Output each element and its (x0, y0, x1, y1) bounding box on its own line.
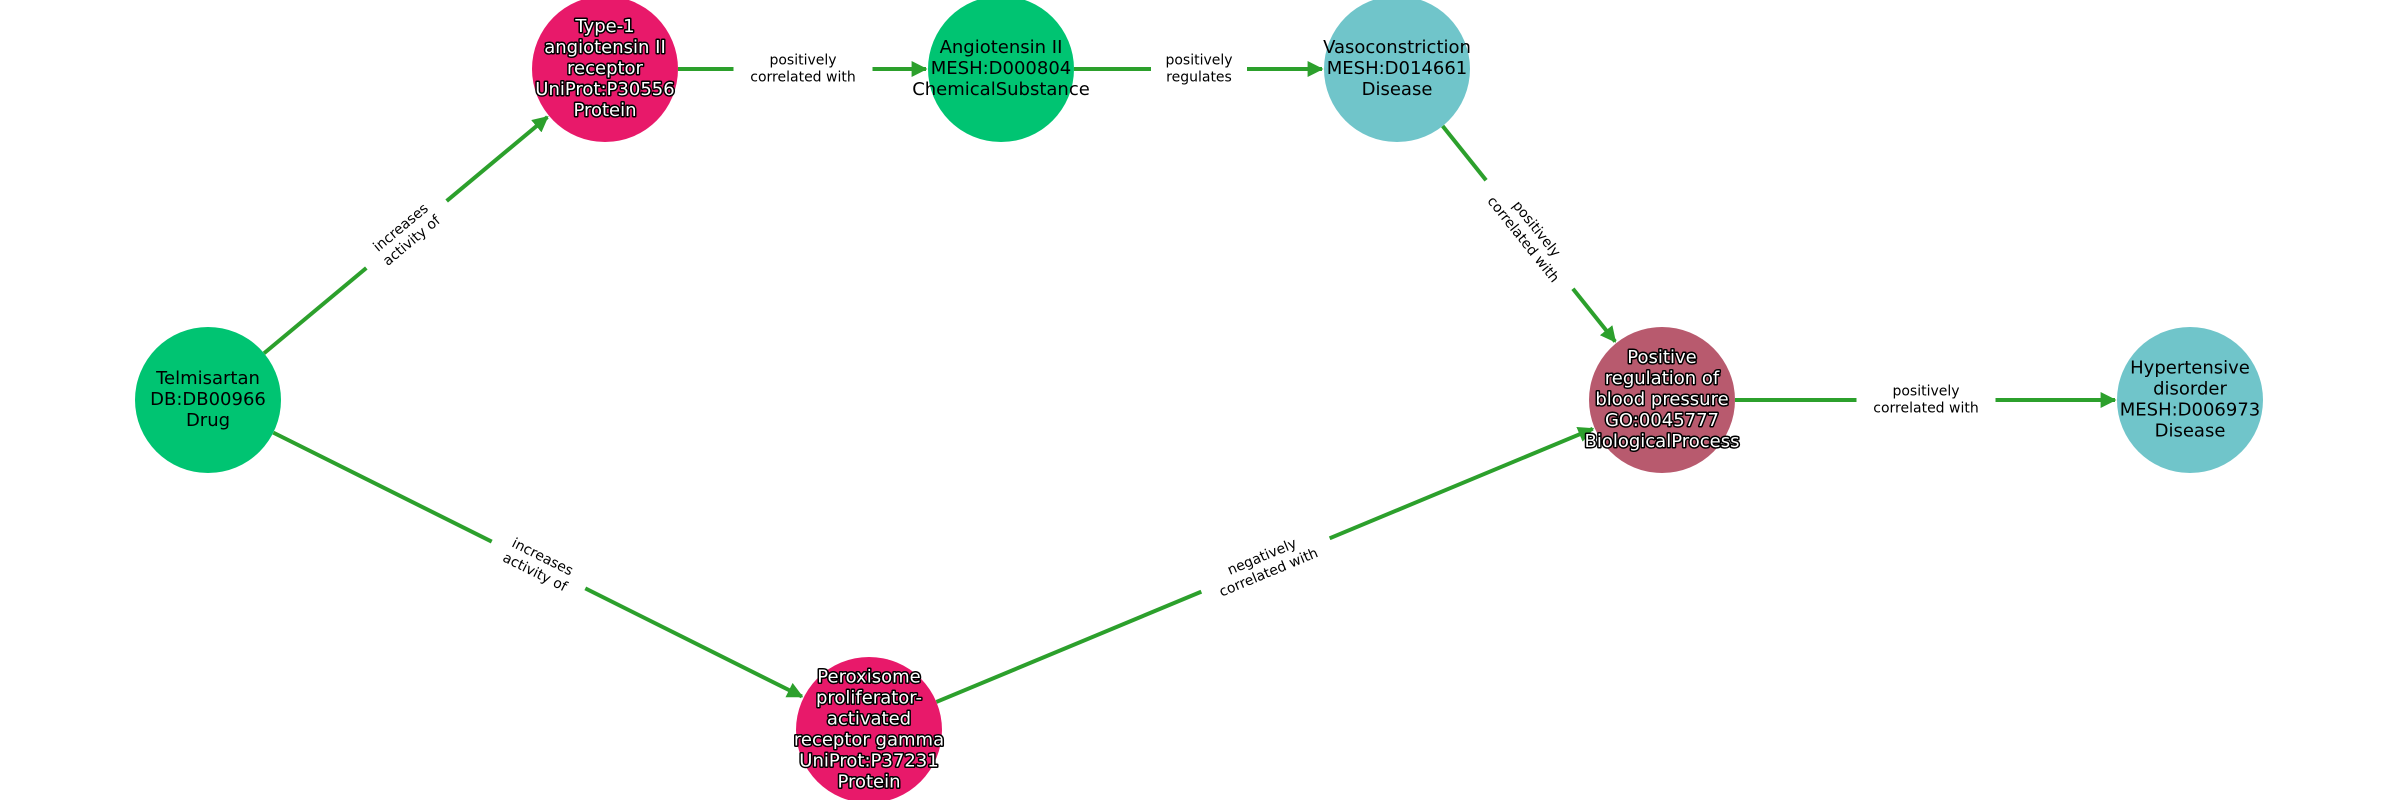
edge-label-text: regulates (1166, 70, 1232, 86)
node-circle (928, 0, 1074, 142)
node-label: proliferator- (816, 688, 922, 709)
node-label: Positive (1627, 347, 1696, 368)
edge-label-text: correlated with (750, 70, 855, 86)
node-pparg[interactable]: Peroxisomeproliferator-activatedreceptor… (792, 657, 946, 800)
node-label: MESH:D014661 (1327, 58, 1468, 79)
node-label: Vasoconstriction (1323, 37, 1471, 58)
node-circle (796, 657, 942, 800)
node-label: Disease (2155, 421, 2226, 442)
node-circle (1324, 0, 1470, 142)
node-label: Angiotensin II (940, 37, 1063, 58)
node-label: Peroxisome (817, 667, 920, 688)
edge-label-text: correlated with (1873, 401, 1978, 417)
node-label: regulation of (1605, 368, 1720, 389)
node-label: angiotensin II (544, 37, 666, 58)
node-label: BiologicalProcess (1584, 431, 1739, 452)
node-circle (1589, 327, 1735, 473)
node-circle (135, 327, 281, 473)
node-label: GO:0045777 (1605, 410, 1719, 431)
node-circle (532, 0, 678, 142)
node-label: ChemicalSubstance (912, 79, 1090, 100)
node-label: disorder (2153, 379, 2227, 400)
node-label: MESH:D000804 (931, 58, 1072, 79)
node-label: MESH:D006973 (2120, 400, 2261, 421)
node-label: Telmisartan (155, 368, 260, 389)
edges-layer (262, 61, 2117, 704)
node-label: Hypertensive (2130, 358, 2250, 379)
node-label: UniProt:P30556 (535, 79, 674, 100)
node-label: Type-1 (574, 16, 634, 37)
node-label: receptor (567, 58, 644, 79)
node-label: DB:DB00966 (150, 389, 266, 410)
edge-label-text: positively (1892, 384, 1959, 400)
node-label: blood pressure (1595, 389, 1728, 410)
node-label: activated (827, 709, 911, 730)
node-label: Disease (1362, 79, 1433, 100)
edge-label-text: positively (769, 53, 836, 69)
node-angiotensin2[interactable]: Angiotensin IIMESH:D000804ChemicalSubsta… (912, 0, 1090, 142)
node-label: Protein (837, 772, 900, 793)
node-label: receptor gamma (794, 730, 944, 751)
node-label: Drug (186, 410, 230, 431)
node-label: UniProt:P37231 (799, 751, 938, 772)
node-circle (2117, 327, 2263, 473)
node-label: Protein (573, 100, 636, 121)
edge-label-text: positively (1165, 53, 1232, 69)
